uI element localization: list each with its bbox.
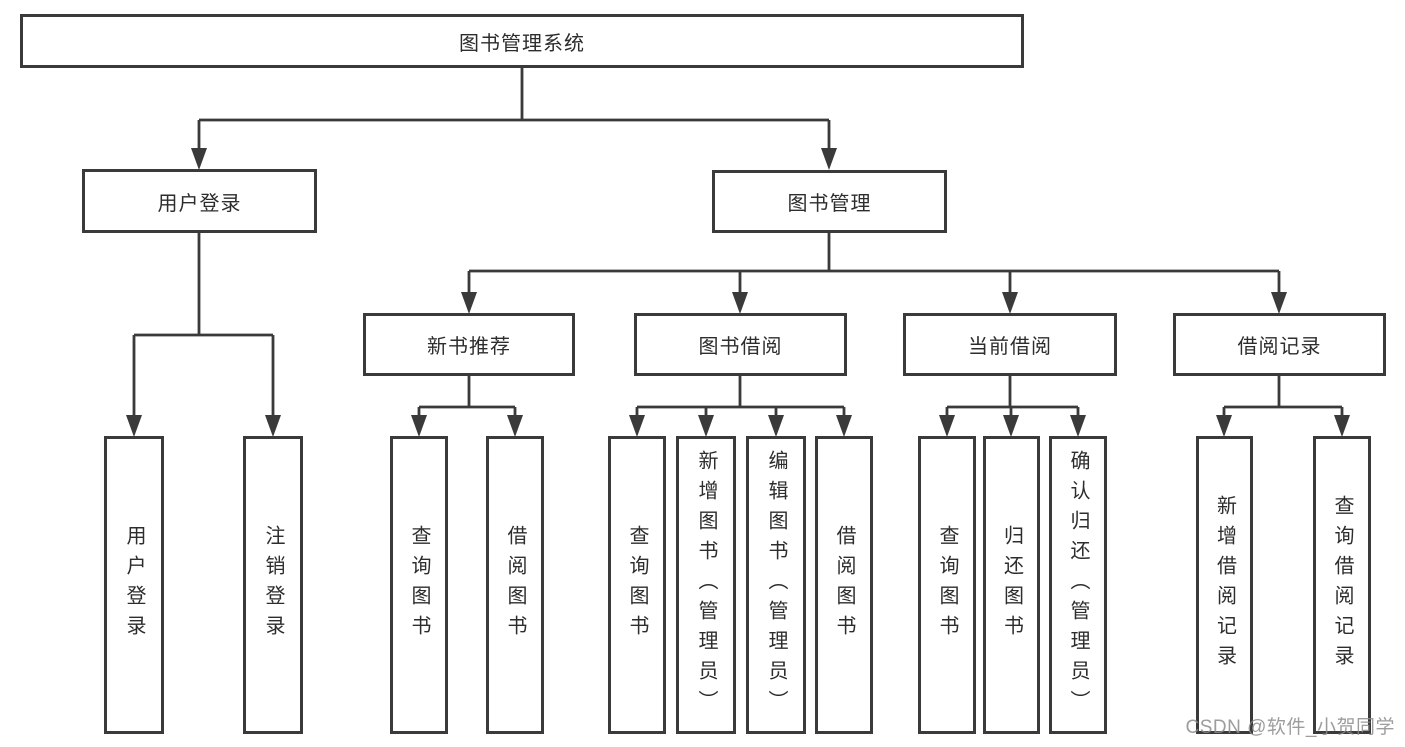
connector-current-borrow-to-leaves: [939, 376, 1086, 437]
node-current-borrow: 当前借阅: [903, 313, 1117, 376]
node-borrow-record: 借阅记录: [1173, 313, 1386, 376]
node-book-borrow: 图书借阅: [634, 313, 847, 376]
connector-book-borrow-to-leaves: [629, 376, 852, 437]
leaf-current-confirm-return-admin: 确认归还（管理员）: [1049, 436, 1107, 734]
node-book-management: 图书管理: [712, 170, 947, 233]
leaf-current-query-book: 查询图书: [918, 436, 976, 734]
leaf-record-query: 查询借阅记录: [1313, 436, 1371, 734]
connector-book-management-to-groups: [461, 233, 1287, 314]
leaf-current-return-book: 归还图书: [983, 436, 1040, 734]
leaf-logout: 注销登录: [243, 436, 303, 734]
leaf-borrow-edit-book-admin: 编辑图书（管理员）: [746, 436, 806, 734]
csdn-watermark: CSDN @软件_小贺同学: [1185, 717, 1395, 738]
leaf-user-login: 用户登录: [104, 436, 164, 734]
connector-borrow-record-to-leaves: [1216, 376, 1350, 437]
node-new-book-recommend: 新书推荐: [363, 313, 575, 376]
leaf-record-add: 新增借阅记录: [1196, 436, 1253, 734]
leaf-borrow-add-book-admin: 新增图书（管理员）: [676, 436, 736, 734]
node-library-management-system: 图书管理系统: [20, 14, 1024, 68]
leaf-recommend-query-book: 查询图书: [390, 436, 448, 734]
node-user-login: 用户登录: [82, 169, 317, 233]
leaf-recommend-borrow-book: 借阅图书: [486, 436, 544, 734]
connector-user-login-to-leaves: [126, 233, 281, 437]
leaf-borrow-borrow-book: 借阅图书: [815, 436, 873, 734]
connector-new-book-recommend-to-leaves: [411, 376, 523, 437]
leaf-borrow-query-book: 查询图书: [608, 436, 666, 734]
connector-root-to-branches: [191, 68, 837, 170]
